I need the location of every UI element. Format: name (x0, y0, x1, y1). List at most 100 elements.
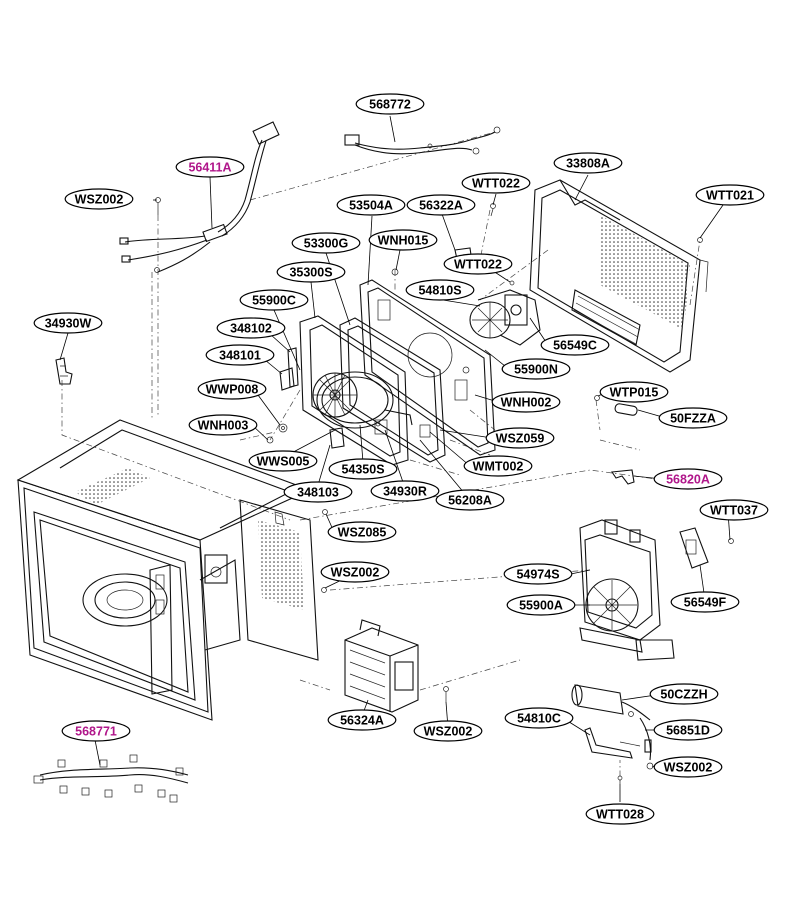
callout-label: WTT028 (596, 808, 644, 822)
callout-label: 50CZZH (660, 688, 707, 702)
callout-oval (327, 709, 397, 731)
callout-WNH003: WNH003 (188, 414, 258, 436)
callout-56322A: 56322A (406, 194, 476, 216)
callout-label: 34930R (383, 485, 427, 499)
callout-oval (291, 232, 361, 254)
callout-oval (216, 317, 286, 339)
callout-label: 56322A (419, 199, 463, 213)
callout-WTP015: WTP015 (599, 381, 669, 403)
diode-56851D (639, 717, 652, 761)
callout-WSZ002_c: WSZ002 (413, 720, 483, 742)
callout-label: WNH003 (198, 419, 249, 433)
callout-oval (320, 561, 390, 583)
callout-55900A: 55900A (506, 594, 576, 616)
callout-label: WWP008 (206, 383, 259, 397)
brackets-3481xx (279, 347, 345, 449)
callout-oval (328, 458, 398, 480)
callout-label: 348103 (297, 486, 339, 500)
callout-oval (491, 391, 561, 413)
callout-label: WTT037 (710, 504, 758, 518)
callout-oval (585, 803, 655, 825)
callout-WWP008: WWP008 (197, 378, 267, 400)
callout-568772: 568772 (355, 93, 425, 115)
callout-oval (485, 427, 555, 449)
thermostat-56820A (611, 469, 635, 485)
callout-oval (406, 194, 476, 216)
callout-oval (197, 378, 267, 400)
callout-label: WSZ002 (664, 761, 713, 775)
part-callouts: 56877256411AWSZ00233808AWTT022WTT0215350… (33, 93, 769, 825)
callout-label: 568772 (369, 98, 411, 112)
callout-label: 568771 (75, 725, 117, 739)
callout-WTT037: WTT037 (699, 499, 769, 521)
callout-oval (653, 468, 723, 490)
callout-oval (188, 414, 258, 436)
callout-WSZ002_d: WSZ002 (653, 756, 723, 778)
callout-WTT022_b: WTT022 (443, 253, 513, 275)
callout-label: 54350S (341, 463, 384, 477)
callout-56549C: 56549C (540, 334, 610, 356)
callout-label: WMT002 (473, 460, 524, 474)
callout-56851D: 56851D (653, 719, 723, 741)
frame-53300G (339, 317, 446, 463)
callout-WNH002: WNH002 (491, 391, 561, 413)
callout-label: 53504A (349, 199, 393, 213)
callout-oval (553, 152, 623, 174)
callout-WTT028: WTT028 (585, 803, 655, 825)
callout-oval (276, 261, 346, 283)
callout-oval (368, 229, 438, 251)
back-cover-33808A (529, 179, 709, 373)
convection-fan-55900C (312, 372, 358, 418)
callout-oval (501, 358, 571, 380)
callout-oval (649, 683, 719, 705)
fuse-50FZZA (614, 403, 638, 416)
frame-35300S (299, 315, 409, 466)
fan-assembly-54974S (579, 519, 675, 661)
callout-label: 55900A (519, 599, 563, 613)
callout-oval (248, 450, 318, 472)
callout-label: 55900N (514, 363, 558, 377)
callout-label: 348101 (219, 349, 261, 363)
callout-label: 348102 (230, 322, 272, 336)
callout-oval (239, 289, 309, 311)
heater-54350S (316, 371, 413, 429)
callout-oval (61, 720, 131, 742)
callout-53300G: 53300G (291, 232, 361, 254)
callout-oval (413, 720, 483, 742)
callout-54974S: 54974S (503, 563, 573, 585)
callout-56208A: 56208A (435, 489, 505, 511)
callout-WNH015: WNH015 (368, 229, 438, 251)
callout-label: WTT022 (454, 258, 502, 272)
callout-54350S: 54350S (328, 458, 398, 480)
callout-oval (653, 719, 723, 741)
callout-WSZ002_a: WSZ002 (64, 188, 134, 210)
callout-label: WSZ002 (424, 725, 473, 739)
callout-label: 55900C (252, 294, 296, 308)
callout-54810C: 54810C (504, 707, 574, 729)
callout-oval (435, 489, 505, 511)
callout-oval (599, 381, 669, 403)
callout-oval (540, 334, 610, 356)
leader-lines (59, 115, 731, 802)
callout-50CZZH: 50CZZH (649, 683, 719, 705)
callout-oval (64, 188, 134, 210)
callout-label: WSZ059 (496, 432, 545, 446)
oven-cavity-body (16, 419, 319, 721)
callout-label: WNH015 (378, 234, 429, 248)
callout-oval (506, 594, 576, 616)
callout-oval (443, 253, 513, 275)
callout-oval (658, 407, 728, 429)
callout-label: 34930W (45, 317, 92, 331)
callout-label: WSZ002 (331, 566, 380, 580)
callout-label: 56549C (553, 339, 597, 353)
callout-55900C: 55900C (239, 289, 309, 311)
callout-WTT021: WTT021 (695, 184, 765, 206)
callout-oval (405, 279, 475, 301)
callout-WSZ002_b: WSZ002 (320, 561, 390, 583)
callout-WSZ059: WSZ059 (485, 427, 555, 449)
callout-oval (370, 480, 440, 502)
callout-oval (336, 194, 406, 216)
callout-label: WNH002 (501, 396, 552, 410)
callout-56411A: 56411A (175, 156, 245, 178)
callout-label: WSZ002 (75, 193, 124, 207)
